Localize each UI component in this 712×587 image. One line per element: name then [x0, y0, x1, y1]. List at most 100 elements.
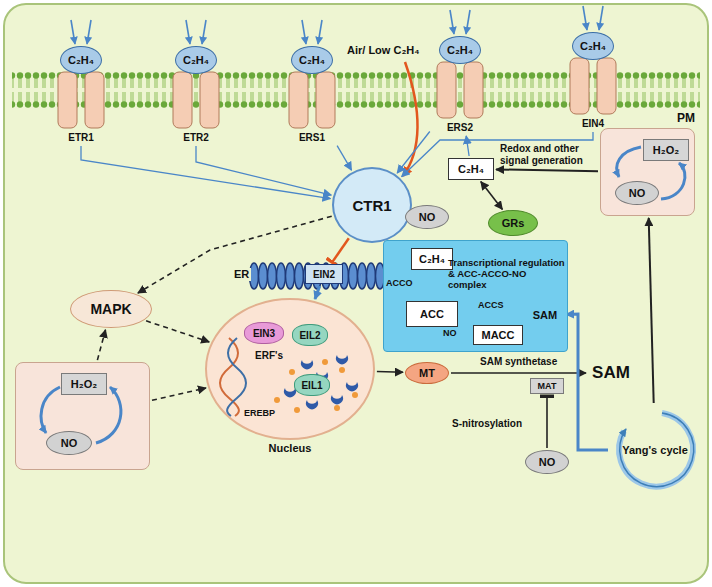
node-text: EIL1: [301, 380, 322, 391]
node-text: C₂H₄: [299, 54, 325, 66]
molecule-box: C₂H₄: [448, 158, 494, 180]
node-text: ETR2: [183, 132, 209, 143]
connector: [451, 372, 586, 374]
node-text: C₂H₄: [419, 253, 445, 265]
protein-box: EIN2: [305, 264, 343, 284]
kinase-circle: CTR1: [332, 167, 412, 243]
node-text: NO: [539, 456, 556, 468]
protein-blob: EIL1: [294, 374, 330, 396]
connector: [146, 321, 209, 342]
redox-panel: H₂O₂ NO: [600, 128, 695, 216]
node-text: GRs: [502, 217, 525, 229]
ligand-circle: C₂H₄: [439, 36, 481, 64]
node-text: MAT: [538, 381, 557, 391]
molecule-oval: NO: [615, 181, 659, 205]
node-text: C₂H₄: [68, 54, 94, 66]
connector: [332, 238, 349, 262]
node-illustration: [564, 48, 622, 130]
node-text: MT: [419, 367, 435, 379]
annotation-label: Transcriptional regulation & ACC-ACCO-NO…: [448, 258, 566, 291]
ligand-circle: C₂H₄: [175, 46, 217, 74]
node-text: SAM: [533, 309, 557, 321]
node-text: NO: [61, 437, 78, 449]
node-text: H₂O₂: [653, 144, 679, 156]
node-text: EIN3: [253, 328, 275, 339]
connector: [496, 169, 598, 171]
molecule-box: MACC: [473, 325, 523, 345]
annotation-label: PM: [675, 112, 697, 126]
connector: [546, 396, 548, 448]
node-text: NO: [629, 187, 646, 199]
redox-panel: H₂O₂ NO: [15, 362, 150, 470]
node-text: ACC: [420, 308, 444, 320]
annotation-label: ERF's: [255, 350, 283, 362]
node-text: Yang's cycle: [622, 444, 688, 456]
node-text: MACC: [482, 329, 515, 341]
ligand-circle: C₂H₄: [291, 46, 333, 74]
molecule-box: H₂O₂: [61, 373, 107, 395]
connector: [196, 146, 331, 195]
molecule-oval: NO: [405, 205, 449, 229]
node-text: ETR1: [68, 132, 94, 143]
connector: [481, 182, 503, 210]
connector: [337, 146, 351, 170]
node-text: H₂O₂: [71, 378, 97, 390]
molecule-text: SAM: [588, 361, 634, 385]
enzyme-oval: MT: [405, 362, 449, 384]
connector: [649, 218, 654, 403]
connector: [315, 286, 320, 299]
hormone-oval: GRs: [488, 210, 538, 236]
connector: [152, 388, 206, 400]
node-illustration: [207, 300, 373, 438]
node-illustration: [167, 62, 225, 144]
edge-label: NO: [442, 328, 458, 338]
ligand-circle: C₂H₄: [60, 46, 102, 74]
node-text: EIN4: [582, 118, 604, 129]
molecule-oval: NO: [46, 431, 92, 455]
node-text: EIL2: [299, 330, 320, 341]
node-text: SAM: [592, 363, 630, 383]
receptor: ETR1: [52, 62, 110, 144]
node-text: C₂H₄: [580, 40, 606, 52]
connector: [97, 330, 105, 360]
connector: [81, 146, 331, 199]
connector: [138, 216, 332, 293]
molecule-text: SAM: [526, 304, 564, 326]
node-illustration: [52, 62, 110, 144]
synthesis-panel: C₂H₄ ACC MACC SAM: [383, 240, 568, 352]
node-text: C₂H₄: [183, 54, 209, 66]
enzyme-box: MAT: [530, 378, 564, 394]
receptor: ERS1: [283, 62, 341, 144]
molecule-box: H₂O₂: [643, 139, 689, 161]
annotation-label: Redox and other signal generation: [500, 143, 596, 166]
edge-label: ACCS: [478, 300, 504, 310]
node-text: ERS2: [447, 122, 473, 133]
node-text: MAPK: [90, 301, 131, 317]
annotation-label: Air/ Low C₂H₄: [345, 44, 421, 57]
annotation-label: SAM synthetase: [480, 356, 557, 368]
nucleus: NucleusEIN3EIL2EIL1: [205, 298, 375, 440]
edge-label: ACCO: [386, 278, 413, 288]
molecule-box: ACC: [406, 301, 458, 327]
node-text: CTR1: [352, 197, 391, 214]
molecule-oval: NO: [525, 450, 569, 474]
molecule-box: C₂H₄: [411, 248, 453, 270]
node-text: C₂H₄: [458, 163, 484, 175]
annotation-label: ER: [232, 268, 251, 281]
receptor: ERS2: [431, 52, 489, 134]
node-illustration: [283, 62, 341, 144]
node-text: C₂H₄: [447, 44, 473, 56]
connector: [397, 132, 430, 174]
node-text: ERS1: [299, 132, 325, 143]
protein-blob: EIL2: [292, 324, 328, 346]
node-illustration: [431, 52, 489, 134]
pathway-oval: MAPK: [70, 290, 152, 328]
cycle: Yang's cycle: [610, 405, 700, 495]
node-text: Nucleus: [207, 442, 373, 454]
ligand-circle: C₂H₄: [572, 32, 614, 60]
receptor: ETR2: [167, 62, 225, 144]
protein-blob: EIN3: [244, 322, 284, 344]
node-text: EIN2: [313, 269, 335, 280]
connector: [377, 371, 403, 373]
